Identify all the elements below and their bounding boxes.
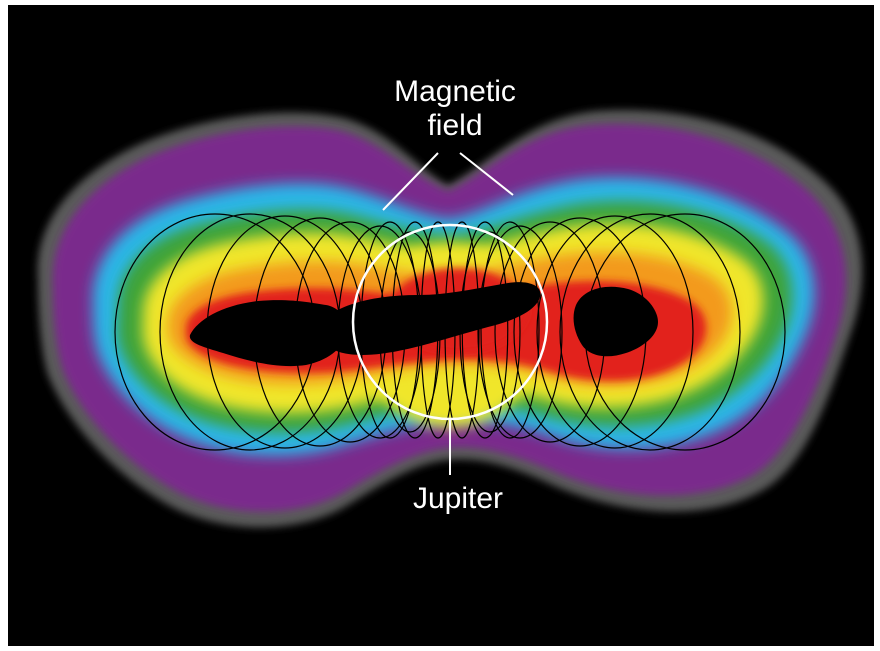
field-line-inner-5 bbox=[461, 221, 509, 439]
magnetic-field-lines bbox=[114, 213, 786, 451]
radiation-belt-image: Magnetic field Jupiter bbox=[8, 5, 874, 646]
right-void bbox=[573, 286, 658, 357]
field-line-left-7 bbox=[114, 213, 316, 451]
field-line-right-11 bbox=[513, 217, 647, 447]
field-line-inner-4 bbox=[444, 221, 480, 439]
field-line-left-6 bbox=[159, 213, 341, 451]
left-void bbox=[189, 300, 347, 367]
field-line-left-3 bbox=[294, 221, 406, 443]
magnetic-field-label: Magnetic field bbox=[370, 75, 540, 143]
field-line-left-4 bbox=[253, 217, 387, 447]
field-line-right-10 bbox=[494, 221, 606, 443]
jupiter-label: Jupiter bbox=[412, 482, 504, 515]
field-line-right-14 bbox=[584, 213, 786, 451]
magnetic-field-label-line2: field bbox=[427, 109, 483, 142]
radiation-belt-diagram bbox=[37, 110, 863, 528]
black-voids bbox=[189, 282, 658, 367]
field-line-right-8 bbox=[459, 231, 521, 433]
field-line-inner-2 bbox=[391, 221, 439, 439]
field-line-inner-6 bbox=[480, 221, 540, 439]
field-line-left-1 bbox=[379, 231, 441, 433]
field-line-right-13 bbox=[559, 213, 741, 451]
magnetic-field-label-line1: Magnetic bbox=[394, 75, 516, 108]
field-line-right-9 bbox=[477, 225, 563, 439]
field-line-inner-3 bbox=[420, 221, 456, 439]
magnetic-field-leader-left bbox=[382, 152, 439, 211]
central-void bbox=[322, 282, 541, 355]
field-line-inner-1 bbox=[360, 221, 420, 439]
field-line-left-2 bbox=[337, 225, 423, 439]
field-line-left-5 bbox=[206, 215, 364, 449]
magnetic-field-leader-right bbox=[459, 152, 514, 196]
field-line-right-12 bbox=[536, 215, 694, 449]
